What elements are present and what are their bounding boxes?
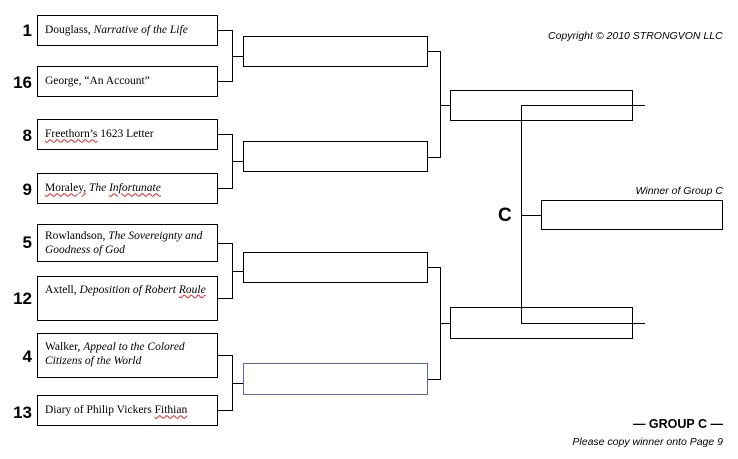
entry-label-seed-16: George, “An Account”: [45, 74, 150, 88]
entry-title-9: The Infortunate: [88, 182, 161, 195]
connector-h-r2-slot-1-out: [428, 157, 440, 158]
seed-number-8: 8: [22, 126, 32, 145]
entry-title-5: The Sovereignty and Goodness of God: [45, 230, 203, 257]
entry-box-seed-1[interactable]: Douglass, Narrative of the Life: [37, 15, 218, 46]
connector-h-r3-slot-1-in: [440, 323, 451, 324]
connector-h-r3-bottom-to-spine: [521, 323, 645, 324]
entry-author-8-rest: 1623 Letter: [100, 128, 154, 141]
entry-title-12-misspelled: Roule: [178, 284, 206, 296]
entry-label-seed-4: Walker, Appeal to the Colored Citizens o…: [45, 340, 212, 369]
entry-author-13: Diary of Philip Vickers: [45, 404, 155, 417]
round2-slot-0[interactable]: [243, 36, 428, 67]
connector-h-seed-1: [218, 30, 232, 31]
entry-label-seed-8: Freethorn’s 1623 Letter: [45, 127, 154, 141]
copyright-notice: Copyright © 2010 STRONGVON LLC: [548, 30, 723, 42]
connector-h-r2-slot-3-out: [428, 379, 440, 380]
entry-box-seed-13[interactable]: Diary of Philip Vickers Fithian: [37, 395, 218, 426]
entry-title-9-misspelled: Infortunate: [109, 182, 161, 195]
winner-of-group-label: Winner of Group C: [635, 185, 723, 197]
entry-author-1: Douglass,: [45, 24, 91, 37]
entry-box-seed-16[interactable]: George, “An Account”: [37, 66, 218, 97]
entry-author-9-misspelled: Moraley,: [45, 182, 87, 195]
entry-author-16: George, “An Account”: [45, 75, 150, 88]
connector-h-r3-top-to-spine: [521, 105, 645, 106]
connector-h-seed-8: [218, 134, 232, 135]
entry-box-seed-9[interactable]: Moraley, The Infortunate: [37, 173, 218, 204]
connector-h-seed-12: [218, 298, 232, 299]
entry-box-seed-8[interactable]: Freethorn’s 1623 Letter: [37, 119, 218, 150]
seed-number-16: 16: [13, 73, 32, 92]
round2-slot-2[interactable]: [243, 252, 428, 283]
connector-v-r3-slot-0: [440, 51, 441, 158]
seed-number-4: 4: [22, 347, 32, 366]
entry-author-8-misspelled: Freethorn’s: [45, 128, 98, 141]
entry-author-4: Walker,: [45, 341, 81, 353]
connector-h-seed-5: [218, 243, 232, 244]
connector-h-final-in: [521, 215, 542, 216]
connector-h-seed-16: [218, 81, 232, 82]
footer-note: Please copy winner onto Page 9: [572, 436, 723, 448]
connector-h-r2-slot-1-in: [232, 161, 244, 162]
seed-number-5: 5: [22, 233, 32, 252]
entry-box-seed-12[interactable]: Axtell, Deposition of Robert Roule: [37, 276, 218, 321]
group-footer-title: — GROUP C —: [632, 417, 723, 431]
entry-label-seed-9: Moraley, The Infortunate: [45, 181, 161, 195]
connector-h-r2-slot-2-out: [428, 267, 440, 268]
entry-label-seed-1: Douglass, Narrative of the Life: [45, 23, 188, 37]
connector-h-r3-slot-0-in: [440, 105, 451, 106]
entry-label-seed-12: Axtell, Deposition of Robert Roule: [45, 283, 206, 297]
seed-number-13: 13: [13, 403, 32, 422]
round2-slot-3[interactable]: [243, 363, 428, 395]
entry-title-12: Deposition of Robert Roule: [79, 284, 206, 296]
entry-author-5: Rowlandson,: [45, 230, 106, 242]
connector-h-seed-9: [218, 188, 232, 189]
seed-number-9: 9: [22, 180, 32, 199]
entry-title-1: Narrative of the Life: [93, 24, 188, 37]
group-marker-c: C: [498, 205, 512, 226]
entry-label-seed-5: Rowlandson, The Sovereignty and Goodness…: [45, 229, 212, 258]
seed-number-1: 1: [22, 21, 32, 40]
connector-h-r2-slot-2-in: [232, 271, 244, 272]
connector-h-seed-13: [218, 410, 232, 411]
entry-box-seed-4[interactable]: Walker, Appeal to the Colored Citizens o…: [37, 333, 218, 378]
connector-h-r2-slot-3-in: [232, 383, 244, 384]
entry-title-4: Appeal to the Colored Citizens of the Wo…: [45, 341, 185, 368]
connector-v-final: [521, 105, 522, 324]
connector-h-r2-slot-0-out: [428, 51, 440, 52]
connector-h-r2-slot-0-in: [232, 56, 244, 57]
round2-slot-1[interactable]: [243, 141, 428, 172]
entry-author-13-misspelled: Fithian: [154, 404, 188, 417]
connector-h-seed-4: [218, 355, 232, 356]
seed-number-12: 12: [13, 289, 32, 308]
entry-label-seed-13: Diary of Philip Vickers Fithian: [45, 403, 187, 417]
entry-author-12: Axtell,: [45, 284, 77, 296]
entry-box-seed-5[interactable]: Rowlandson, The Sovereignty and Goodness…: [37, 224, 218, 262]
final-winner-slot[interactable]: [541, 200, 723, 230]
